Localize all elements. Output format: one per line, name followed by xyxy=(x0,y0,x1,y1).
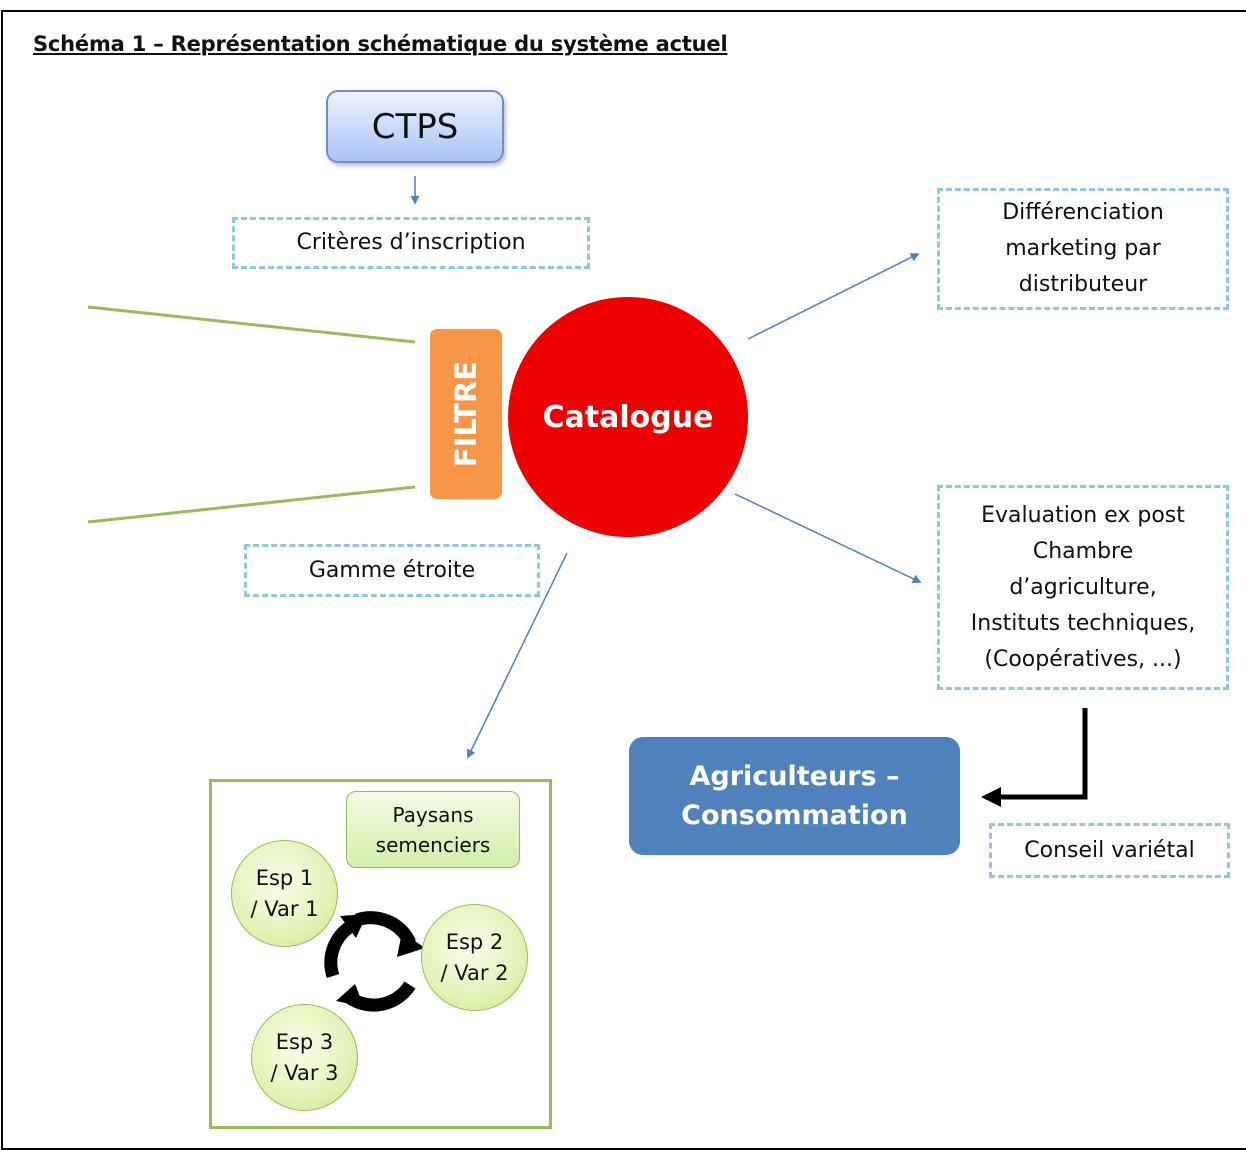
esp2-node: Esp 2 / Var 2 xyxy=(421,904,528,1011)
arrow-catalogue-paysans xyxy=(467,552,568,759)
evaluation-line-5: (Coopératives, ...) xyxy=(984,646,1182,672)
criteres-label: Critères d’inscription xyxy=(296,230,526,255)
esp1-node: Esp 1 / Var 1 xyxy=(231,840,338,947)
paysans-line-1: Paysans xyxy=(392,802,474,827)
differenciation-line-3: distributeur xyxy=(1018,272,1148,297)
evaluation-line-3: d’agriculture, xyxy=(1009,574,1157,600)
catalogue-node: Catalogue xyxy=(508,297,748,537)
esp2-line-1: Esp 2 xyxy=(445,929,504,954)
agriculteurs-node: Agriculteurs – Consommation xyxy=(629,737,960,855)
evaluation-line-4: Instituts techniques, xyxy=(970,610,1196,636)
paysans-node: Paysans semenciers xyxy=(346,791,520,868)
conseil-label: Conseil variétal xyxy=(1024,837,1195,863)
paysans-line-2: semenciers xyxy=(375,832,491,857)
esp1-line-1: Esp 1 xyxy=(255,865,314,890)
evaluation-node: Evaluation ex post Chambre d’agriculture… xyxy=(937,485,1229,690)
criteres-node: Critères d’inscription xyxy=(232,217,590,269)
green-input-line-bottom xyxy=(87,485,416,524)
esp2-line-2: / Var 2 xyxy=(440,960,509,985)
green-input-line-top xyxy=(87,305,416,344)
evaluation-line-1: Evaluation ex post xyxy=(981,502,1185,528)
esp3-line-1: Esp 3 xyxy=(275,1029,334,1054)
evaluation-line-2: Chambre xyxy=(1032,538,1134,564)
filtre-node: FILTRE xyxy=(430,329,502,499)
arrow-catalogue-evaluation xyxy=(734,493,922,583)
differenciation-line-1: Différenciation xyxy=(1002,200,1164,225)
ctps-node: CTPS xyxy=(326,90,504,163)
agriculteurs-line-1: Agriculteurs – xyxy=(689,761,900,792)
diagram-title: Schéma 1 – Représentation schématique du… xyxy=(33,32,728,56)
catalogue-label: Catalogue xyxy=(542,399,714,435)
agriculteurs-line-2: Consommation xyxy=(681,800,908,831)
esp3-node: Esp 3 / Var 3 xyxy=(251,1004,358,1111)
gamme-node: Gamme étroite xyxy=(244,544,540,597)
differenciation-node: Différenciation marketing par distribute… xyxy=(937,188,1229,310)
esp1-line-2: / Var 1 xyxy=(250,896,319,921)
differenciation-line-2: marketing par xyxy=(1005,236,1161,261)
arrow-catalogue-differenciation xyxy=(747,253,920,340)
esp3-line-2: / Var 3 xyxy=(270,1060,339,1085)
cycle-arrows-icon xyxy=(324,911,425,1012)
conseil-node: Conseil variétal xyxy=(989,823,1230,878)
filtre-label: FILTRE xyxy=(449,360,484,468)
paysans-group-box xyxy=(209,779,552,1129)
ctps-label: CTPS xyxy=(371,106,459,147)
arrow-evaluation-agriculteurs xyxy=(981,708,1088,807)
gamme-label: Gamme étroite xyxy=(308,557,476,583)
